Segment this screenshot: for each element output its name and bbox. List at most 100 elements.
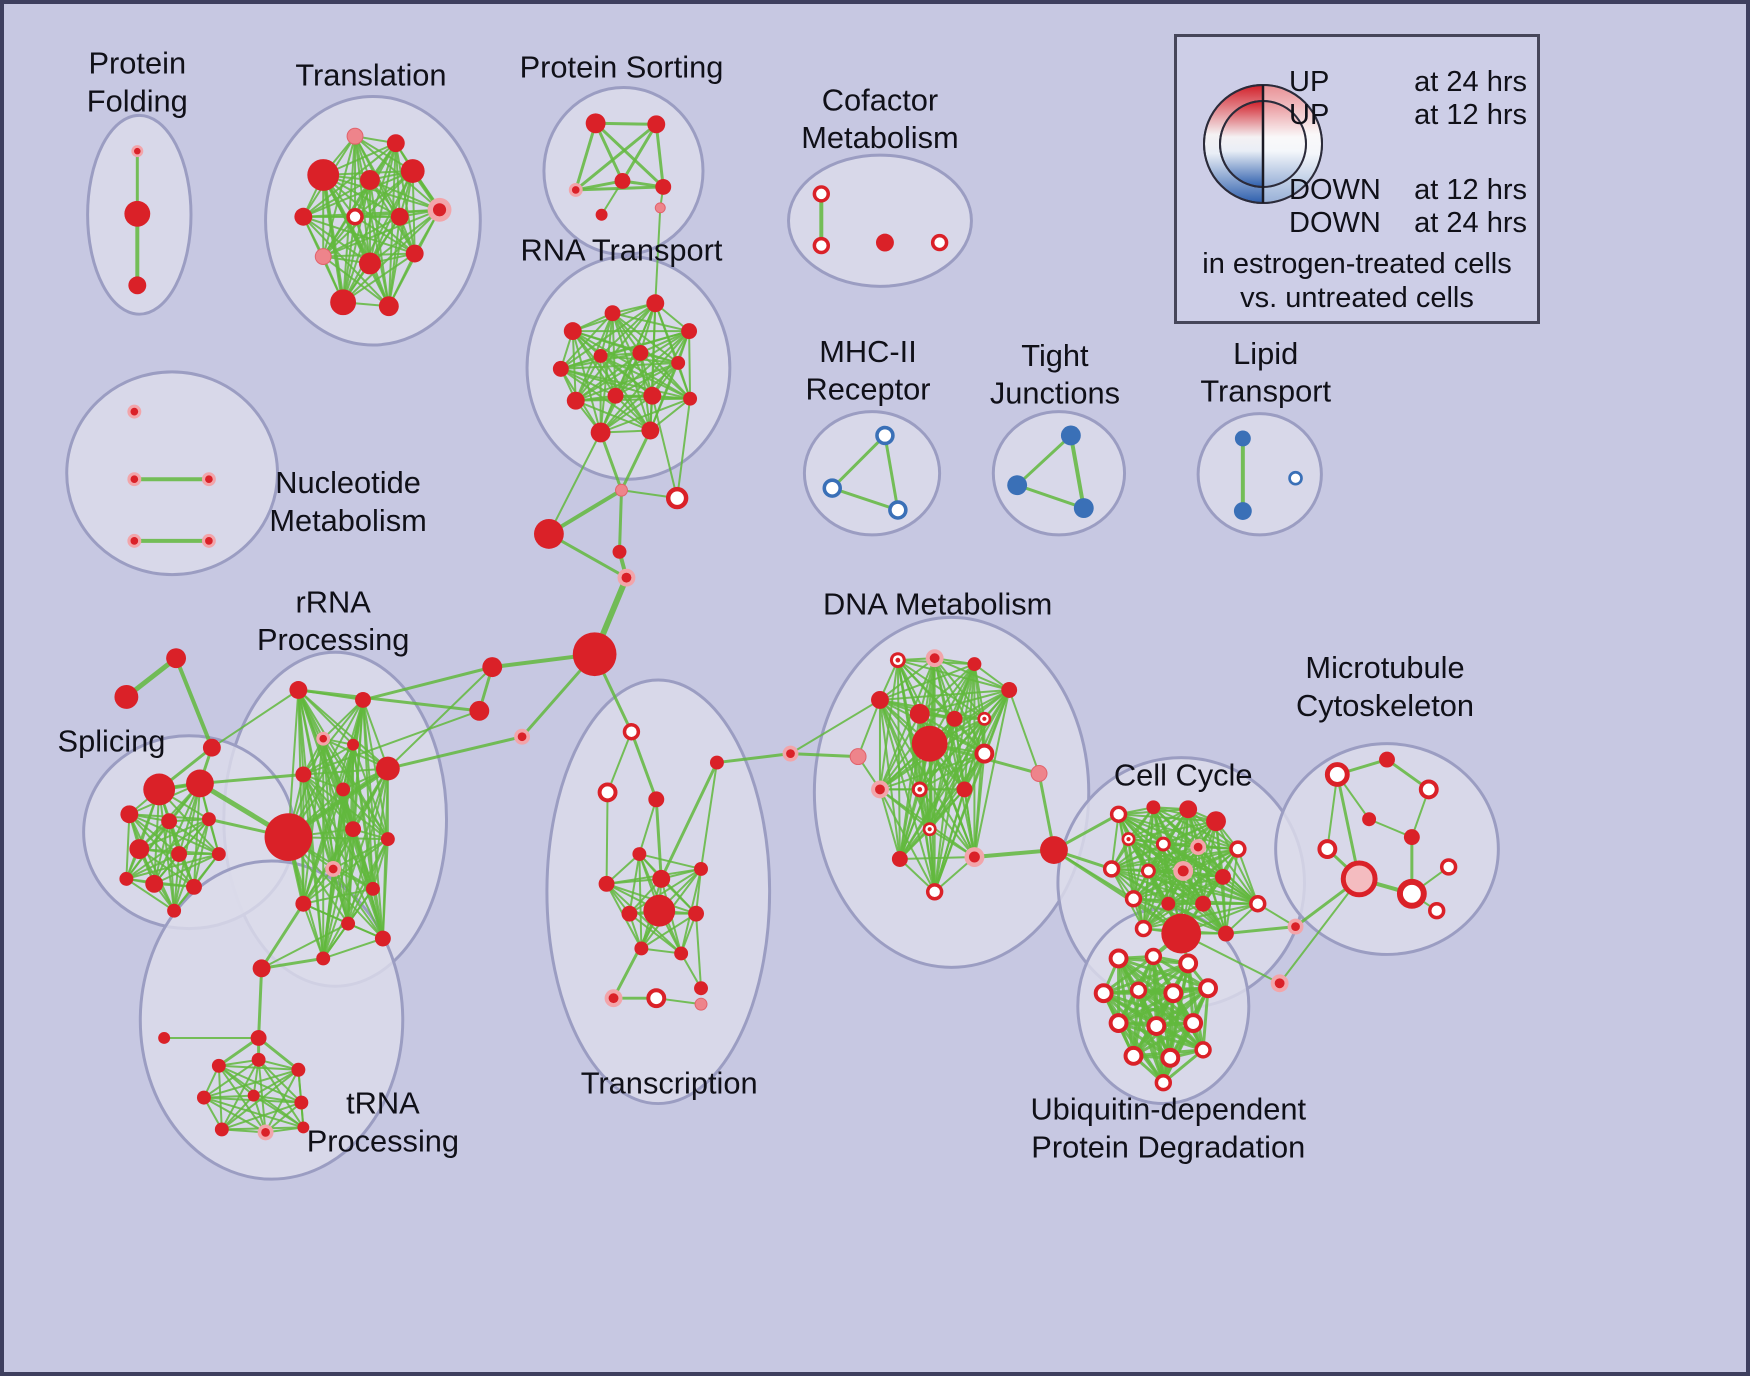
edge-a14-q1: [260, 922, 350, 970]
edge-d6-d8: [953, 688, 1011, 720]
edge-m2-a6: [302, 709, 481, 776]
cluster-label-mhc-ii-receptor-line2: Receptor: [806, 372, 931, 407]
edge-s1-s4: [594, 121, 624, 183]
edge-d5-d7: [918, 663, 976, 715]
edge-a15-a16: [322, 937, 384, 960]
edge-t2-t6: [302, 142, 397, 218]
edge-a2-a15: [362, 698, 384, 940]
edge-e10-e11: [1131, 1021, 1195, 1058]
node-d18: [964, 847, 985, 867]
edge-m1-a3: [386, 666, 494, 770]
edge-a5-a15: [352, 743, 384, 940]
edge-v3-v6: [659, 761, 719, 881]
edge-r6-r14: [599, 354, 652, 432]
edge-h1-h4: [618, 488, 623, 554]
node-v9: [643, 894, 676, 927]
node-a6: [295, 766, 312, 783]
edge-t8-t14: [387, 215, 401, 308]
edge-a9-a14: [347, 828, 355, 925]
node-b2: [1270, 974, 1289, 993]
edge-a9-a16: [322, 828, 355, 960]
node-q10: [214, 1122, 229, 1137]
edge-k1-k9: [1110, 813, 1120, 870]
edge-e3-e4: [1102, 961, 1190, 995]
edge-j1-j2: [1015, 433, 1073, 487]
node-p4: [161, 813, 178, 830]
edge-a7-a13: [302, 788, 345, 905]
edge-d7-d13: [878, 712, 921, 791]
node-p9: [145, 874, 164, 893]
edge-g1-g2: [830, 433, 887, 490]
edge-r8-r13: [599, 361, 680, 434]
node-v7: [694, 861, 708, 876]
node-p2: [186, 769, 214, 798]
edge-q9-q10: [220, 1101, 303, 1131]
edge-t9-t13: [342, 208, 441, 304]
edge-d4-d18: [933, 657, 976, 859]
edge-e2-e7: [1151, 954, 1210, 990]
node-h4: [612, 544, 627, 559]
edge-d6-d15: [963, 688, 1011, 791]
node-e4: [1093, 983, 1114, 1004]
edge-a6-a10: [302, 773, 389, 841]
cluster-label-cell-cycle: Cell Cycle: [1114, 757, 1253, 792]
node-r9: [566, 391, 585, 410]
node-r11: [643, 386, 662, 405]
node-d8: [946, 710, 963, 727]
edge-r7-r9: [574, 351, 642, 402]
edge-t3-t11: [321, 173, 372, 266]
legend-updown-gradient-icon: [1203, 84, 1323, 204]
node-p5: [201, 812, 216, 827]
node-e6: [1163, 983, 1184, 1004]
edge-s2-s4: [620, 122, 658, 183]
cluster-label-lipid-transport-line2: Transport: [1200, 374, 1331, 409]
node-t9: [427, 197, 452, 222]
cluster-ellipse-microtubule-cytoskeleton: [1274, 742, 1500, 956]
node-d12: [1030, 765, 1048, 782]
cluster-ellipse-nucleotide-metabolism: [65, 370, 279, 577]
edge-k12-k14: [1167, 875, 1224, 905]
edge-x3-a1: [210, 688, 300, 749]
edge-v3-v7: [700, 761, 718, 870]
node-u2: [1379, 751, 1395, 768]
edge-q3-q6: [257, 1036, 300, 1072]
node-k18: [1249, 895, 1267, 913]
node-pf3: [128, 276, 147, 295]
node-v8: [621, 905, 638, 922]
edge-s7-r3: [654, 206, 662, 305]
node-k19: [1134, 919, 1153, 938]
node-k13: [1124, 890, 1143, 908]
edge-a14-a16: [322, 922, 350, 960]
edge-r12-r13: [599, 397, 692, 434]
node-m3: [514, 728, 531, 745]
edge-v2-v4: [638, 798, 658, 856]
node-a2: [355, 691, 371, 708]
node-x1: [166, 648, 187, 669]
edge-t5-t6: [302, 170, 414, 218]
node-s4: [614, 173, 631, 189]
edge-b2-u7: [1278, 877, 1361, 985]
edge-g1-g3: [883, 433, 900, 512]
node-a16: [316, 951, 331, 966]
edge-q7-q12: [202, 1096, 305, 1129]
edge-d14-d18: [918, 788, 976, 859]
node-u3: [1418, 779, 1439, 800]
edge-a6-p2: [198, 773, 305, 785]
edge-k12-k17: [1221, 875, 1227, 935]
edge-r3-r6: [599, 302, 657, 357]
cluster-label-rrna-processing-line2: Processing: [257, 622, 409, 657]
edge-d4-d9: [933, 657, 986, 720]
node-u7: [1340, 860, 1378, 898]
edge-t2-t14: [387, 142, 397, 308]
edge-r1-r10: [571, 330, 617, 397]
node-a3: [375, 756, 400, 781]
node-d6: [1001, 682, 1018, 698]
node-d5: [967, 657, 982, 672]
legend-dir-up-24: UP: [1289, 66, 1330, 98]
edge-v7-v8: [628, 867, 703, 915]
edge-v3-m7: [715, 752, 792, 765]
edge-v1-v5: [605, 791, 609, 885]
node-k9: [1102, 860, 1121, 878]
edge-p11-p12: [125, 877, 176, 912]
node-v13: [694, 981, 708, 996]
